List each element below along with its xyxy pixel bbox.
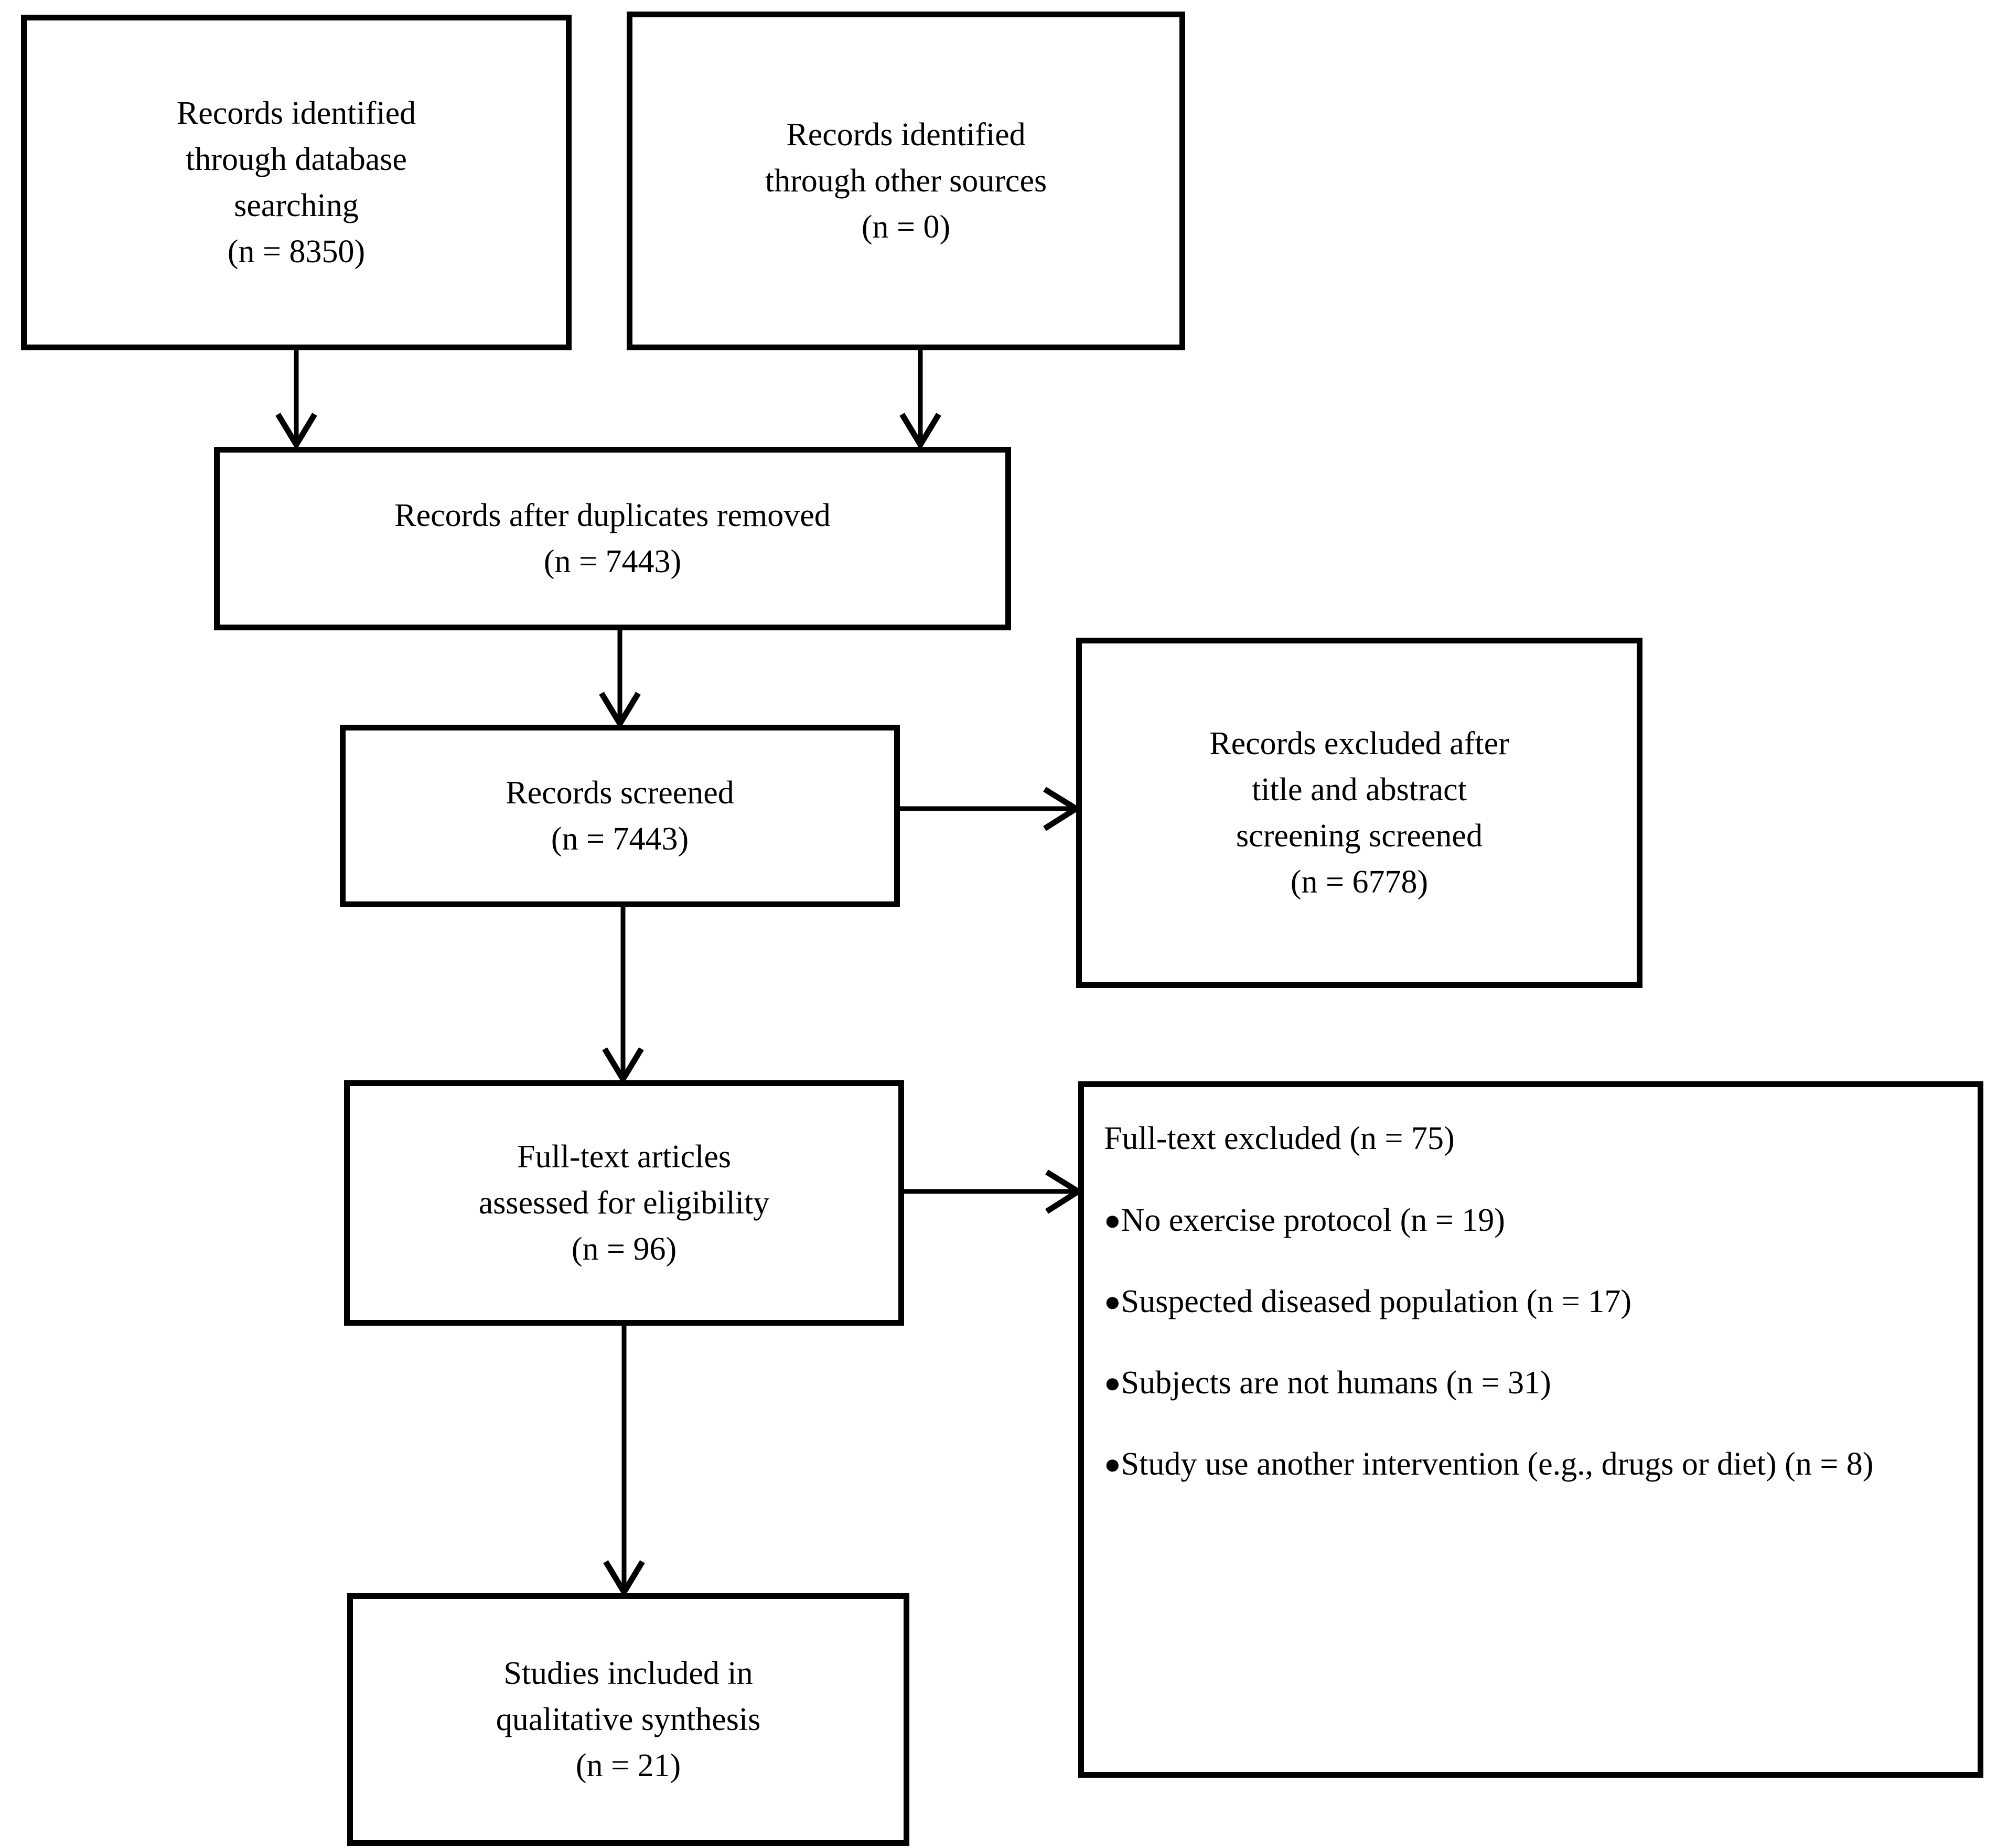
arrow-fulltext-to-included xyxy=(603,1326,645,1598)
box-full-text-articles-assessed: Full-text articles assessed for eligibil… xyxy=(344,1080,904,1326)
arrow-screened-to-excluded xyxy=(900,787,1082,831)
records-identified-other-sources-text: Records identified through other sources… xyxy=(765,116,1047,245)
bullet-icon: ● xyxy=(1104,1448,1121,1480)
exclusion-reason-label: Suspected diseased population (n = 17) xyxy=(1121,1283,1632,1319)
arrow-fulltext-to-excluded xyxy=(904,1169,1084,1214)
full-text-articles-assessed-text: Full-text articles assessed for eligibil… xyxy=(478,1138,770,1267)
exclusion-reason-label: No exercise protocol (n = 19) xyxy=(1121,1202,1505,1238)
bullet-icon: ● xyxy=(1104,1204,1121,1236)
bullet-icon: ● xyxy=(1104,1367,1121,1399)
box-studies-included-qualitative-synthesis: Studies included in qualitative synthesi… xyxy=(347,1593,909,1846)
studies-included-qualitative-synthesis-text: Studies included in qualitative synthesi… xyxy=(496,1655,761,1784)
arrow-other-sources-to-duplicates xyxy=(899,350,941,450)
records-after-duplicates-removed-text: Records after duplicates removed (n = 74… xyxy=(394,497,831,579)
records-excluded-title-abstract-text: Records excluded after title and abstrac… xyxy=(1209,725,1509,900)
box-records-identified-database: Records identified through database sear… xyxy=(21,15,572,350)
bullet-icon: ● xyxy=(1104,1285,1121,1317)
exclusion-reason-item: ●No exercise protocol (n = 19) xyxy=(1104,1199,1957,1242)
exclusion-reason-item: ●Subjects are not humans (n = 31) xyxy=(1104,1361,1957,1405)
records-identified-database-text: Records identified through database sear… xyxy=(176,95,416,270)
box-records-excluded-title-abstract: Records excluded after title and abstrac… xyxy=(1076,638,1642,988)
exclusion-reason-item: ●Suspected diseased population (n = 17) xyxy=(1104,1280,1957,1324)
box-records-screened: Records screened (n = 7443) xyxy=(340,725,900,907)
box-records-after-duplicates-removed: Records after duplicates removed (n = 74… xyxy=(214,447,1011,630)
full-text-excluded-heading: Full-text excluded (n = 75) xyxy=(1104,1121,1455,1156)
exclusion-reason-item: ●Study use another intervention (e.g., d… xyxy=(1104,1443,1957,1486)
arrow-database-to-duplicates xyxy=(275,350,317,450)
exclusion-reason-label: Study use another intervention (e.g., dr… xyxy=(1121,1446,1874,1482)
arrow-screened-to-fulltext xyxy=(602,907,644,1085)
full-text-excluded-body: Full-text excluded (n = 75) ●No exercise… xyxy=(1084,1087,1978,1524)
exclusion-reason-label: Subjects are not humans (n = 31) xyxy=(1121,1364,1551,1401)
records-screened-text: Records screened (n = 7443) xyxy=(506,775,734,857)
box-records-identified-other-sources: Records identified through other sources… xyxy=(627,12,1185,350)
box-full-text-excluded: Full-text excluded (n = 75) ●No exercise… xyxy=(1078,1081,1983,1778)
arrow-duplicates-to-screened xyxy=(599,630,641,729)
